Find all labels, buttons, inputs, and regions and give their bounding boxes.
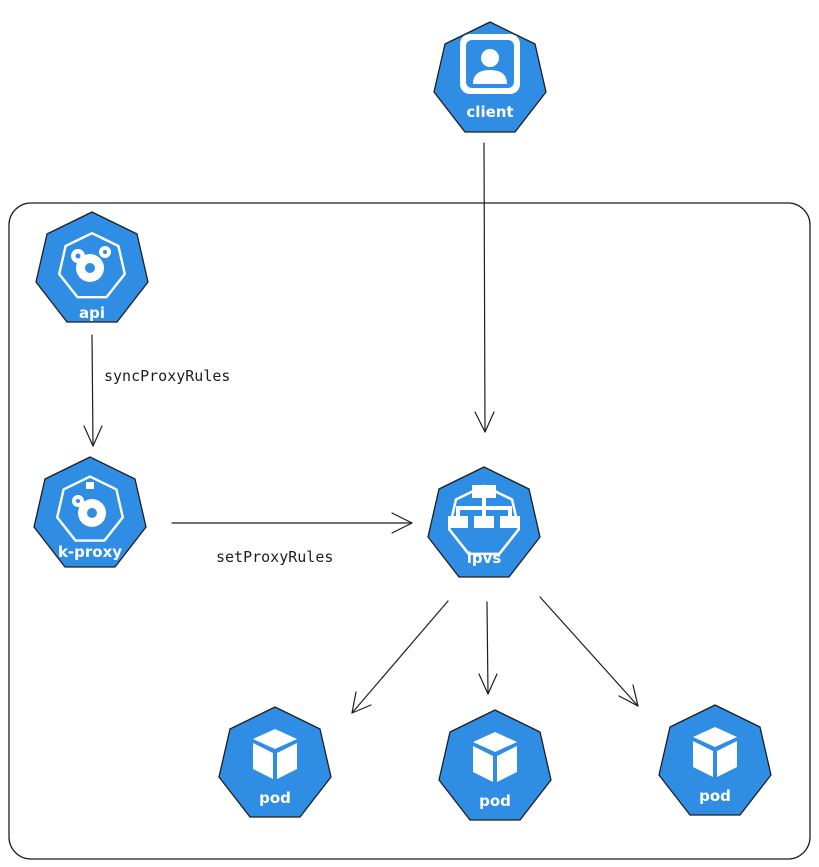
pod-label-2: pod — [479, 792, 511, 810]
edge-api-kproxy — [83, 334, 103, 447]
user-icon — [460, 34, 520, 94]
network-icon — [448, 485, 520, 528]
pod-node-3[interactable]: pod — [658, 704, 772, 816]
api-node[interactable]: api — [35, 211, 149, 323]
edge-client-ipvs — [474, 142, 495, 433]
edge-kproxy-ipvs — [171, 512, 413, 534]
ipvs-label: ipvs — [467, 549, 502, 567]
client-label: client — [466, 103, 513, 121]
pod-node-2[interactable]: pod — [438, 709, 552, 821]
edge-ipvs-pod2 — [478, 601, 498, 695]
client-node[interactable]: client — [433, 21, 547, 133]
kproxy-node[interactable]: k-proxy — [33, 456, 147, 568]
edge-ipvs-pod3 — [539, 596, 639, 707]
edge-label-sync-proxy-rules: syncProxyRules — [104, 367, 230, 385]
cube-icon — [473, 732, 517, 782]
api-label: api — [79, 304, 105, 322]
cluster-boundary — [8, 202, 811, 860]
cube-icon — [693, 727, 737, 777]
gears-icon — [72, 482, 106, 527]
edge-label-set-proxy-rules: setProxyRules — [216, 548, 333, 566]
gears-icon — [71, 246, 111, 282]
ipvs-node[interactable]: ipvs — [427, 466, 541, 578]
pod-node-1[interactable]: pod — [218, 706, 332, 818]
edge-ipvs-pod1 — [351, 600, 449, 714]
pod-label-1: pod — [259, 789, 291, 807]
pod-label-3: pod — [699, 787, 731, 805]
cube-icon — [253, 729, 297, 779]
kproxy-label: k-proxy — [58, 543, 122, 561]
